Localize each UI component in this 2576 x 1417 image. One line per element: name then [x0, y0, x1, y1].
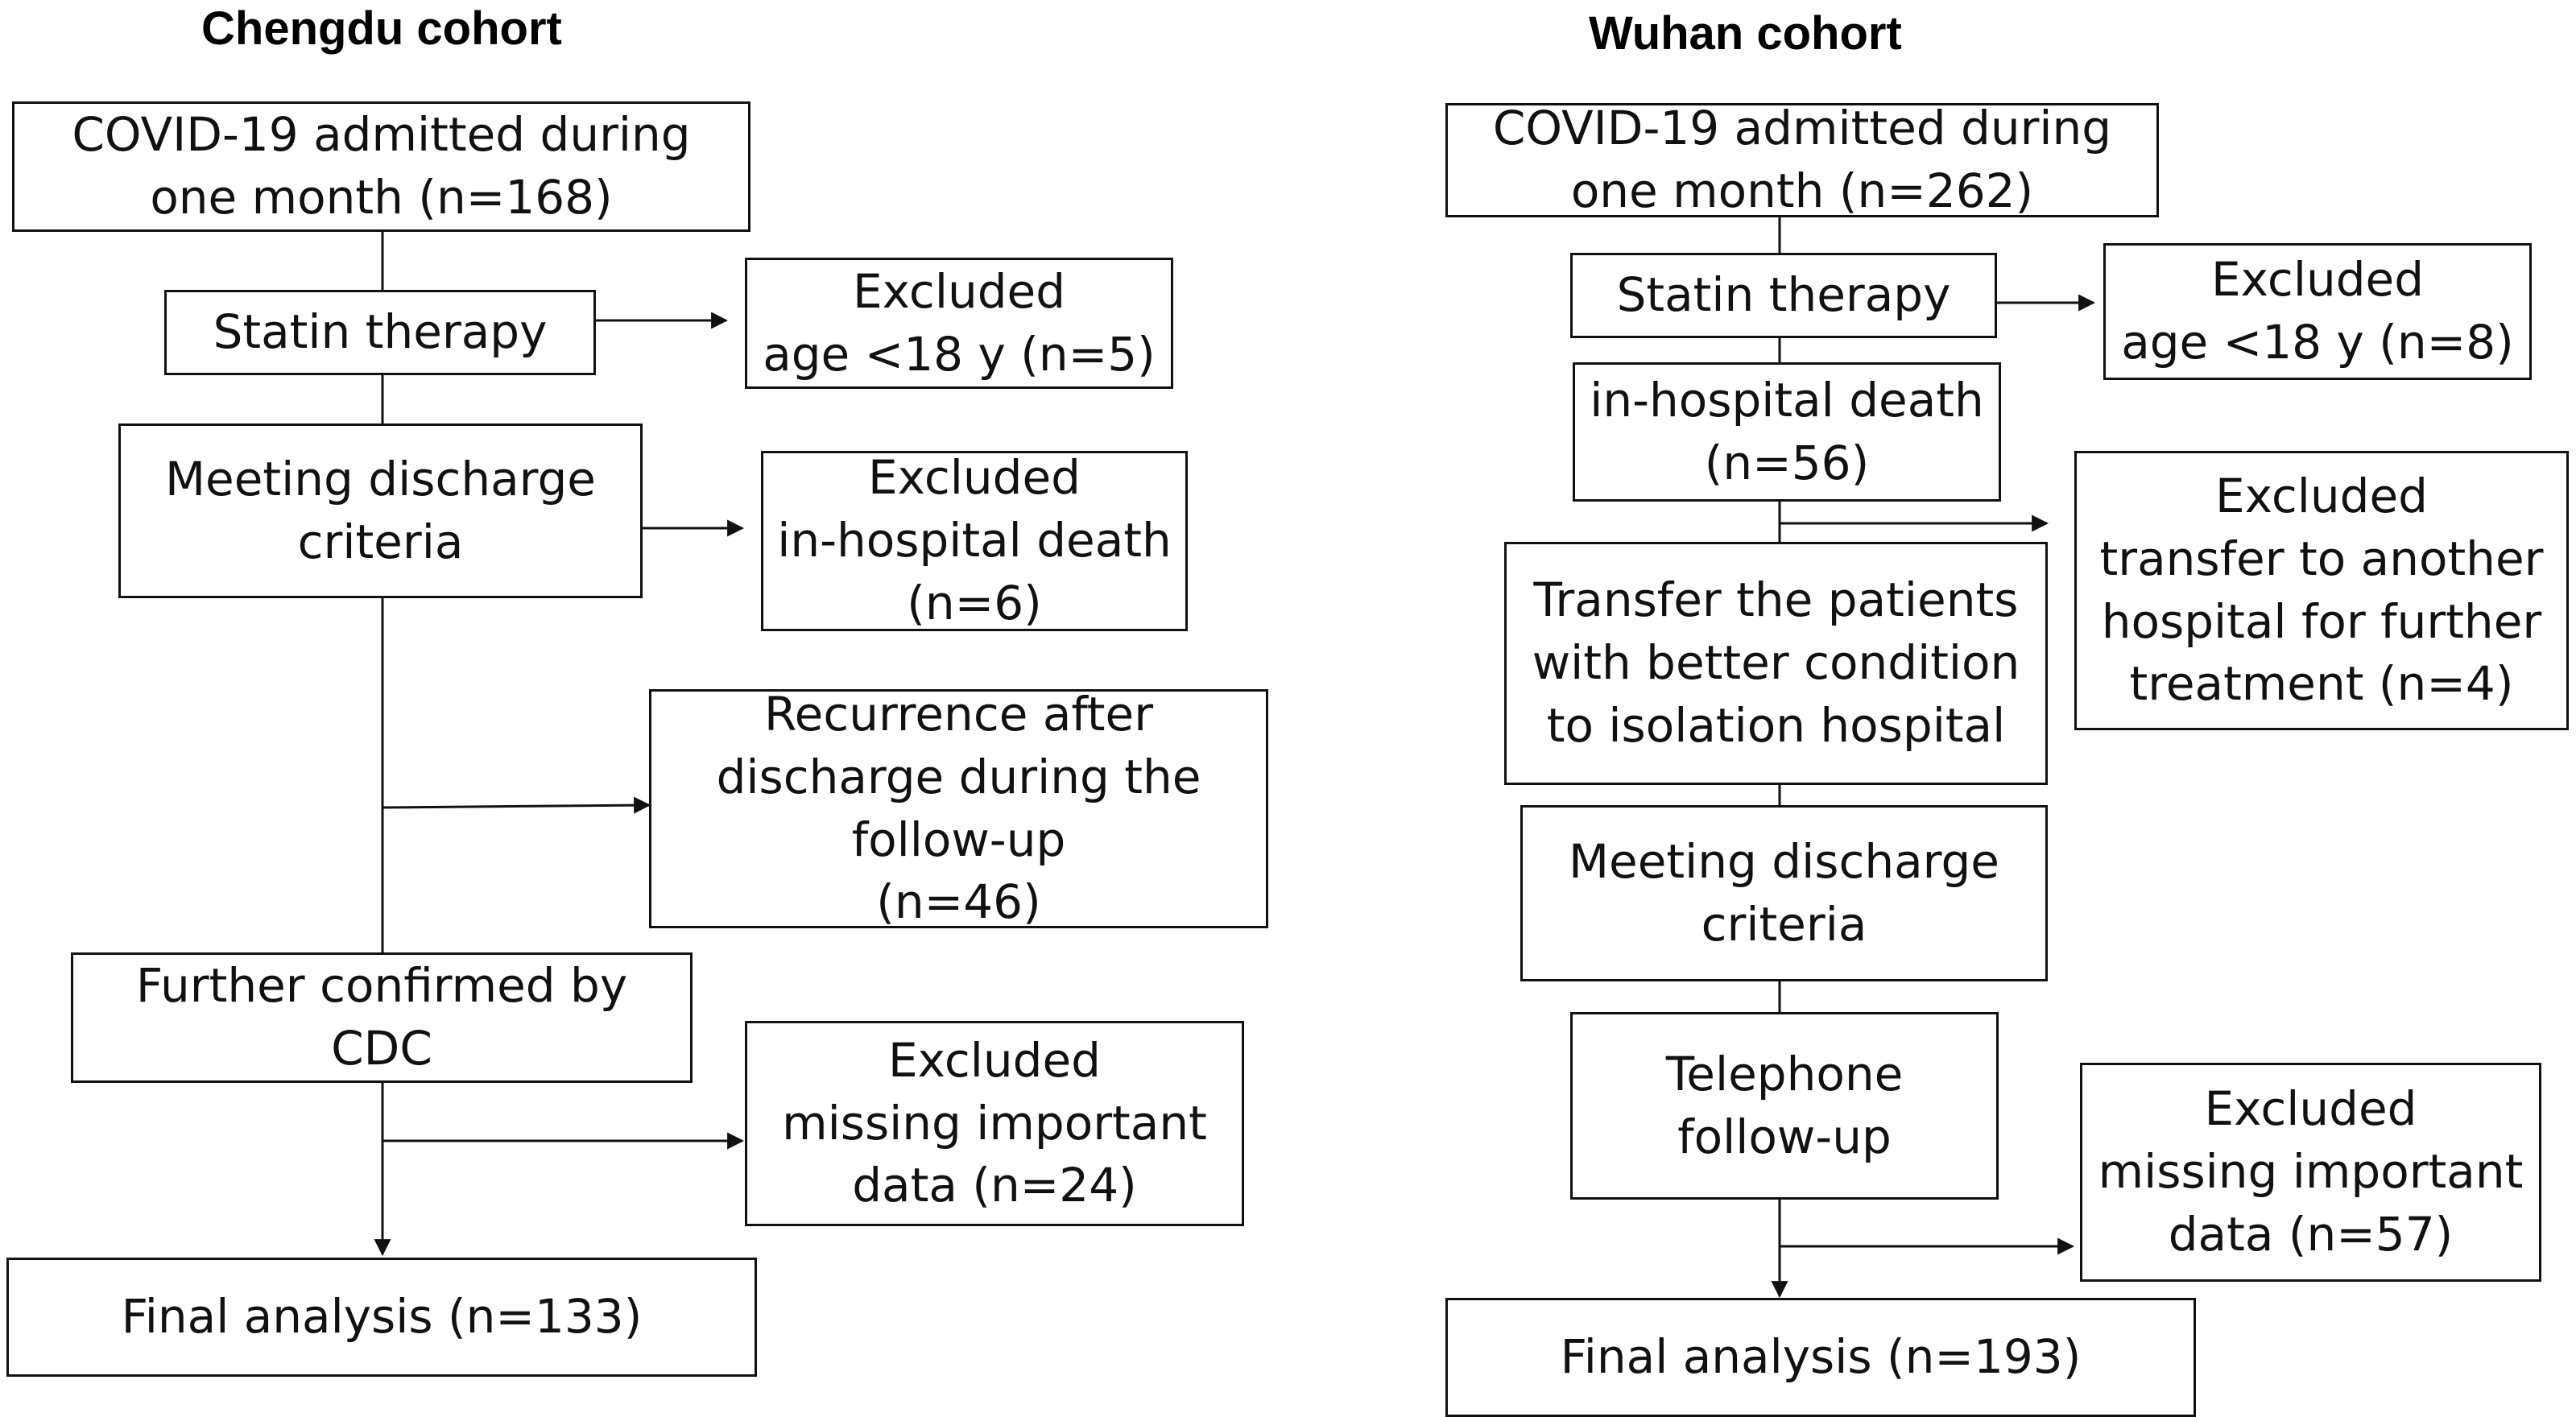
chengdu-admitted-box: COVID-19 admitted during one month (n=16…	[12, 101, 750, 232]
chengdu-final-box: Final analysis (n=133)	[6, 1258, 757, 1377]
chengdu-cdc-box: Further confirmed by CDC	[71, 952, 693, 1083]
chengdu-discharge-box: Meeting discharge criteria	[118, 423, 643, 598]
wuhan-death-box: in-hospital death (n=56)	[1573, 362, 2001, 502]
wuhan-final-text: Final analysis (n=193)	[1560, 1329, 2082, 1385]
wuhan-death-text: in-hospital death (n=56)	[1590, 372, 1984, 490]
wuhan-excluded-transfer-text: Excluded transfer to another hospital fo…	[2099, 469, 2544, 712]
wuhan-excluded-transfer-box: Excluded transfer to another hospital fo…	[2074, 451, 2569, 730]
wuhan-excluded-age-box: Excluded age <18 y (n=8)	[2103, 243, 2532, 380]
wuhan-telephone-text: Telephone follow-up	[1665, 1046, 1904, 1164]
chengdu-discharge-text: Meeting discharge criteria	[165, 451, 596, 569]
wuhan-telephone-box: Telephone follow-up	[1570, 1012, 1999, 1200]
chengdu-recurrence-text: Recurrence after discharge during the fo…	[716, 687, 1201, 930]
wuhan-excluded-missing-box: Excluded missing important data (n=57)	[2080, 1063, 2541, 1282]
wuhan-final-box: Final analysis (n=193)	[1445, 1298, 2196, 1417]
chengdu-arrow-recurrence	[382, 796, 651, 814]
wuhan-excluded-missing-text: Excluded missing important data (n=57)	[2098, 1081, 2524, 1262]
chengdu-title: Chengdu cohort	[201, 2, 562, 55]
chengdu-admitted-text: COVID-19 admitted during one month (n=16…	[72, 107, 691, 225]
wuhan-admitted-text: COVID-19 admitted during one month (n=26…	[1492, 101, 2112, 218]
chengdu-excluded-age-text: Excluded age <18 y (n=5)	[763, 263, 1156, 382]
wuhan-transfer-text: Transfer the patients with better condit…	[1532, 572, 2020, 753]
chengdu-final-text: Final analysis (n=133)	[121, 1289, 643, 1345]
chengdu-excluded-missing-text: Excluded missing important data (n=24)	[782, 1032, 1207, 1213]
chengdu-statin-text: Statin therapy	[213, 304, 548, 360]
chengdu-excluded-death-text: Excluded in-hospital death (n=6)	[777, 450, 1172, 630]
chengdu-recurrence-box: Recurrence after discharge during the fo…	[649, 687, 1268, 929]
wuhan-admitted-box: COVID-19 admitted during one month (n=26…	[1445, 101, 2159, 218]
wuhan-title: Wuhan cohort	[1589, 7, 1902, 60]
wuhan-statin-text: Statin therapy	[1616, 267, 1951, 323]
chengdu-excluded-missing-box: Excluded missing important data (n=24)	[745, 1021, 1244, 1226]
chengdu-statin-box: Statin therapy	[164, 290, 596, 375]
wuhan-discharge-text: Meeting discharge criteria	[1569, 833, 1999, 952]
wuhan-excluded-age-text: Excluded age <18 y (n=8)	[2121, 252, 2514, 370]
wuhan-discharge-box: Meeting discharge criteria	[1520, 805, 2048, 981]
chengdu-excluded-age-box: Excluded age <18 y (n=5)	[745, 258, 1173, 389]
chengdu-cdc-text: Further confirmed by CDC	[135, 958, 628, 1076]
wuhan-transfer-box: Transfer the patients with better condit…	[1504, 542, 2048, 785]
wuhan-statin-box: Statin therapy	[1570, 253, 1997, 338]
chengdu-excluded-death-box: Excluded in-hospital death (n=6)	[761, 450, 1188, 631]
